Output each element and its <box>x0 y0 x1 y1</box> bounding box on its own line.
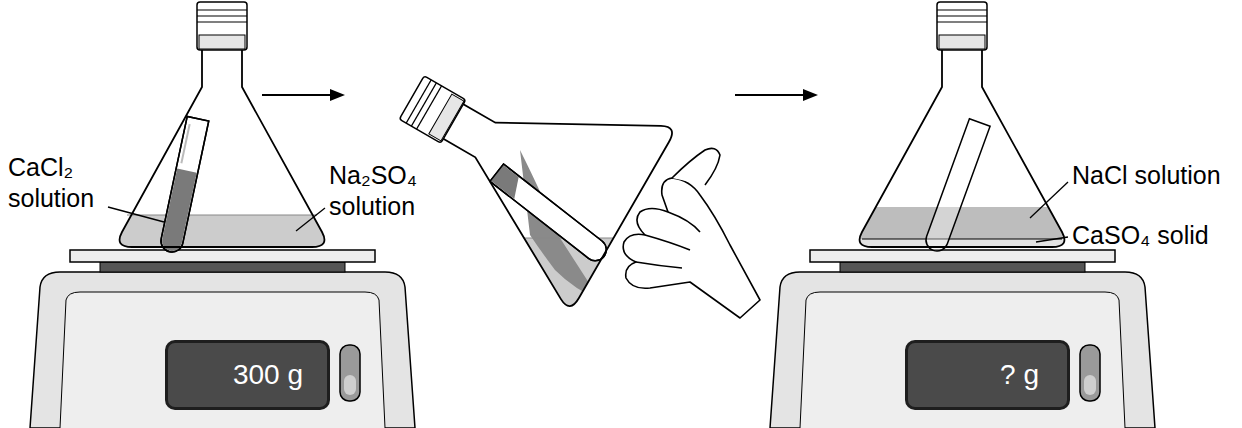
part-label: Na₂SO₄ solution <box>329 160 439 223</box>
part-label: CaCl₂ solution <box>8 152 112 215</box>
leader-line <box>108 207 164 222</box>
balance <box>770 250 1155 428</box>
arrow <box>262 89 818 101</box>
flask <box>102 2 342 255</box>
display-reading: ? g <box>1000 359 1039 391</box>
balance <box>30 250 415 428</box>
tilted-flask <box>361 9 760 358</box>
leader-line <box>1030 182 1068 218</box>
part-label: NaCl solution <box>1072 160 1221 191</box>
balance-display: 300 g <box>165 340 330 410</box>
part-label: CaSO₄ solid <box>1072 220 1209 251</box>
display-reading: 300 g <box>233 359 303 391</box>
leader-line <box>1036 237 1068 242</box>
balance-display: ? g <box>905 340 1070 410</box>
leader-line <box>296 208 325 231</box>
flask <box>842 2 1082 254</box>
